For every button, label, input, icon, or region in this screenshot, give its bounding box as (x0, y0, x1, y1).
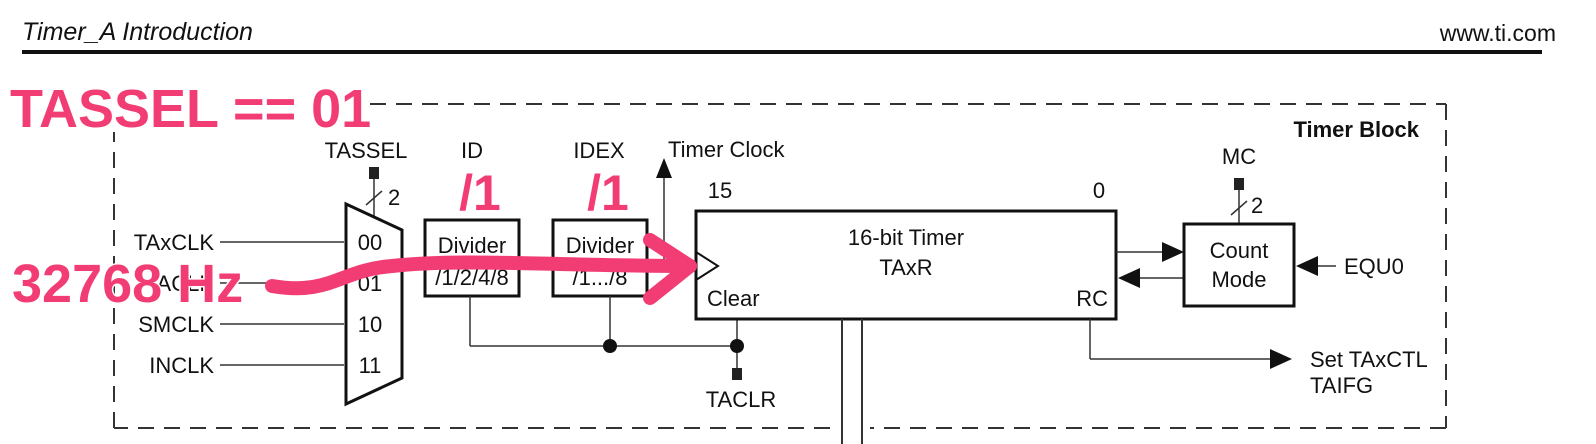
clock-input-triangle (695, 251, 720, 281)
timer-msb-label: 15 (708, 178, 732, 203)
id-divider-name: Divider (438, 233, 506, 258)
equ0-label: EQU0 (1344, 254, 1404, 279)
timer-block-title: Timer Block (1293, 117, 1419, 142)
mux-code-10: 10 (358, 312, 382, 337)
annotation-overlay: TASSEL == 01 /1 /1 32768 Hz (9, 78, 697, 316)
idex-control-label: IDEX (573, 138, 625, 163)
annotation-tassel-value: TASSEL == 01 (10, 79, 371, 139)
count-mode-line2: Mode (1211, 267, 1266, 292)
annotation-arrowhead (643, 233, 697, 305)
output-line2: TAIFG (1310, 373, 1373, 398)
taifg-arrow (1270, 349, 1292, 369)
timer-block-boundary (113, 103, 1447, 429)
output-line1: Set TAxCTL (1310, 347, 1428, 372)
count-mode-block (1182, 222, 1296, 308)
page-header-url: www.ti.com (1439, 20, 1556, 46)
mc-bus-width: 2 (1251, 193, 1263, 218)
annotation-id-value: /1 (459, 165, 501, 221)
count-mode-line1: Count (1210, 238, 1269, 263)
input-inclk-label: INCLK (149, 353, 214, 378)
mux-code-11: 11 (359, 353, 382, 378)
tassel-mux (344, 201, 404, 407)
tassel-bus-width: 2 (388, 185, 400, 210)
taclr-label: TACLR (706, 387, 777, 412)
header-divider (22, 50, 1542, 54)
input-taxclk-label: TAxCLK (134, 230, 215, 255)
timer-rc-label: RC (1076, 286, 1108, 311)
timer-clear-label: Clear (707, 286, 760, 311)
page-header-title: Timer_A Introduction (22, 18, 253, 46)
mux-input-labels: TAxCLK ACLK SMCLK INCLK (134, 230, 215, 378)
timer-register-name: TAxR (879, 255, 932, 280)
mux-code-00: 00 (358, 230, 382, 255)
timer-name: 16-bit Timer (848, 225, 964, 250)
annotation-idex-value: /1 (587, 165, 629, 221)
tassel-control-pin (369, 167, 379, 179)
arrow-to-timer (1118, 268, 1140, 288)
tassel-control-label: TASSEL (325, 138, 408, 163)
mc-control-pin (1234, 178, 1244, 190)
junction-dot-clear (730, 339, 744, 353)
timer-clock-arrow (656, 158, 672, 178)
annotation-clock-path (265, 255, 697, 296)
input-aclk-label: ACLK (157, 271, 215, 296)
id-control-label: ID (461, 138, 483, 163)
mc-control-label: MC (1222, 144, 1256, 169)
timer-clock-label: Timer Clock (668, 137, 786, 162)
equ0-arrow (1296, 256, 1318, 276)
taclr-pin (732, 368, 742, 380)
timer-lsb-label: 0 (1093, 178, 1105, 203)
input-smclk-label: SMCLK (138, 312, 214, 337)
timer-register-block (694, 209, 1118, 321)
annotation-frequency: 32768 Hz (12, 254, 243, 314)
junction-dot-idex (603, 339, 617, 353)
arrow-to-count-mode (1162, 242, 1184, 262)
idex-divider-name: Divider (566, 233, 634, 258)
